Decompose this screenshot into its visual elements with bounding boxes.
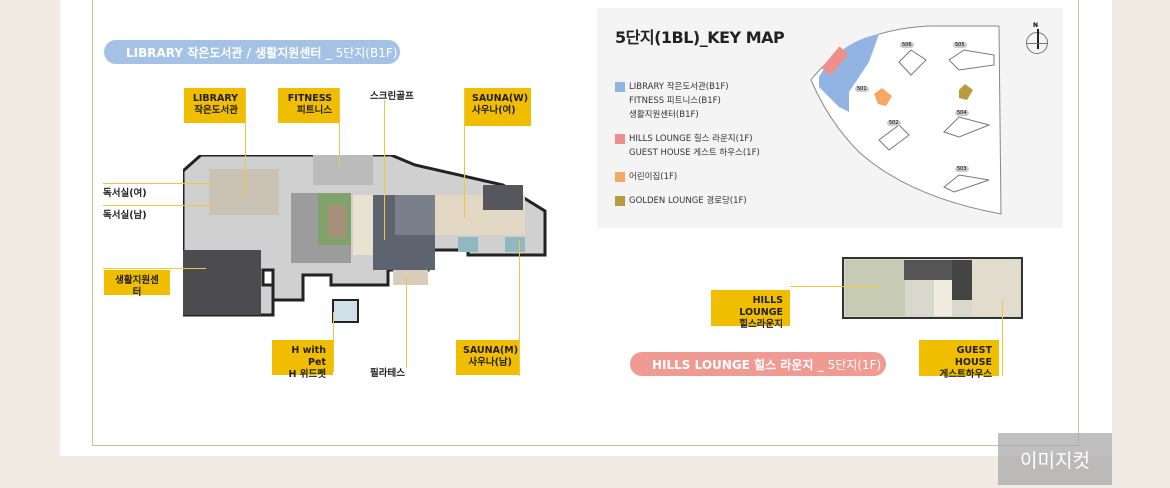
reading-rooms [209, 169, 279, 215]
b1f-floor-plan [183, 155, 547, 323]
label-reading-w: 독서실(여) [103, 188, 147, 199]
leader-line [103, 183, 213, 184]
label-pilates: 필라테스 [370, 368, 405, 379]
leader-line [464, 88, 465, 218]
legend-swatch [615, 196, 625, 206]
building-label: 503 [955, 166, 969, 172]
label-reading-m: 독서실(남) [103, 210, 147, 221]
label-sauna-w: SAUNA(W) 사우나(여) [465, 88, 531, 126]
1f-hills-floor-plan [842, 257, 1023, 319]
watermark-image-cut: 이미지컷 [998, 433, 1112, 485]
section-title-suffix: 5단지(1F) [827, 357, 882, 372]
section-title-suffix: 5단지(B1F) [335, 45, 398, 60]
leader-line [333, 312, 334, 372]
leader-line [103, 268, 206, 269]
building-label: 505 [953, 42, 967, 48]
section-title-text: HILLS LOUNGE 힐스 라운지 _ [652, 357, 824, 372]
building-label: 504 [955, 110, 969, 116]
building-label: 506 [900, 42, 914, 48]
leader-line [339, 88, 340, 168]
key-map-title: 5단지(1BL)_KEY MAP [615, 28, 785, 47]
legend-swatch [615, 134, 625, 144]
section-title-text: LIBRARY 작은도서관 / 생활지원센터 _ [126, 45, 332, 60]
label-h-with-pet: H with Pet H 위드펫 [272, 340, 333, 380]
label-library: LIBRARY 작은도서관 [184, 88, 245, 123]
building-label: 502 [887, 120, 901, 126]
label-support-center: 생활지원센터 [104, 270, 170, 298]
leader-line [1002, 300, 1003, 376]
compass-icon: N [1026, 22, 1048, 54]
hills-section-title: HILLS LOUNGE 힐스 라운지 _5단지(1F) [630, 352, 886, 376]
leader-line [103, 205, 213, 206]
bottom-band [60, 456, 1112, 488]
leader-line [790, 286, 880, 287]
key-map-panel: 5단지(1BL)_KEY MAP LIBRARY 작은도서관(B1F) FITN… [597, 8, 1063, 228]
leader-line [245, 88, 246, 198]
leader-line [519, 240, 520, 376]
legend-text: HILLS LOUNGE 힐스 라운지(1F) GUEST HOUSE 게스트 … [629, 134, 760, 158]
legend-text: GOLDEN LOUNGE 경로당(1F) [629, 196, 747, 206]
label-sauna-m: SAUNA(M) 사우나(남) [456, 340, 519, 375]
label-hills-lounge: HILLS LOUNGE 힐스라운지 [711, 290, 790, 330]
legend-item-golden: GOLDEN LOUNGE 경로당(1F) [615, 194, 747, 208]
site-map [810, 25, 1002, 215]
label-guest-house: GUEST HOUSE 게스트하우스 [919, 340, 999, 380]
legend-item-library: LIBRARY 작은도서관(B1F) FITNESS 피트니스(B1F) 생활지… [615, 80, 729, 122]
legend-text: LIBRARY 작은도서관(B1F) FITNESS 피트니스(B1F) 생활지… [629, 82, 729, 120]
label-fitness: FITNESS 피트니스 [278, 88, 339, 123]
legend-text: 어린이집(1F) [629, 172, 678, 182]
label-screen-golf: 스크린골프 [370, 91, 414, 102]
legend-item-daycare: 어린이집(1F) [615, 170, 677, 184]
leader-line [406, 278, 407, 368]
library-section-title: LIBRARY 작은도서관 / 생활지원센터 _5단지(B1F) [104, 40, 400, 64]
legend-swatch [615, 172, 625, 182]
compass-north-label: N [1033, 22, 1039, 29]
leader-line [384, 100, 385, 240]
building-label: 501 [855, 86, 869, 92]
legend-item-hills: HILLS LOUNGE 힐스 라운지(1F) GUEST HOUSE 게스트 … [615, 132, 760, 160]
legend-swatch [615, 82, 625, 92]
